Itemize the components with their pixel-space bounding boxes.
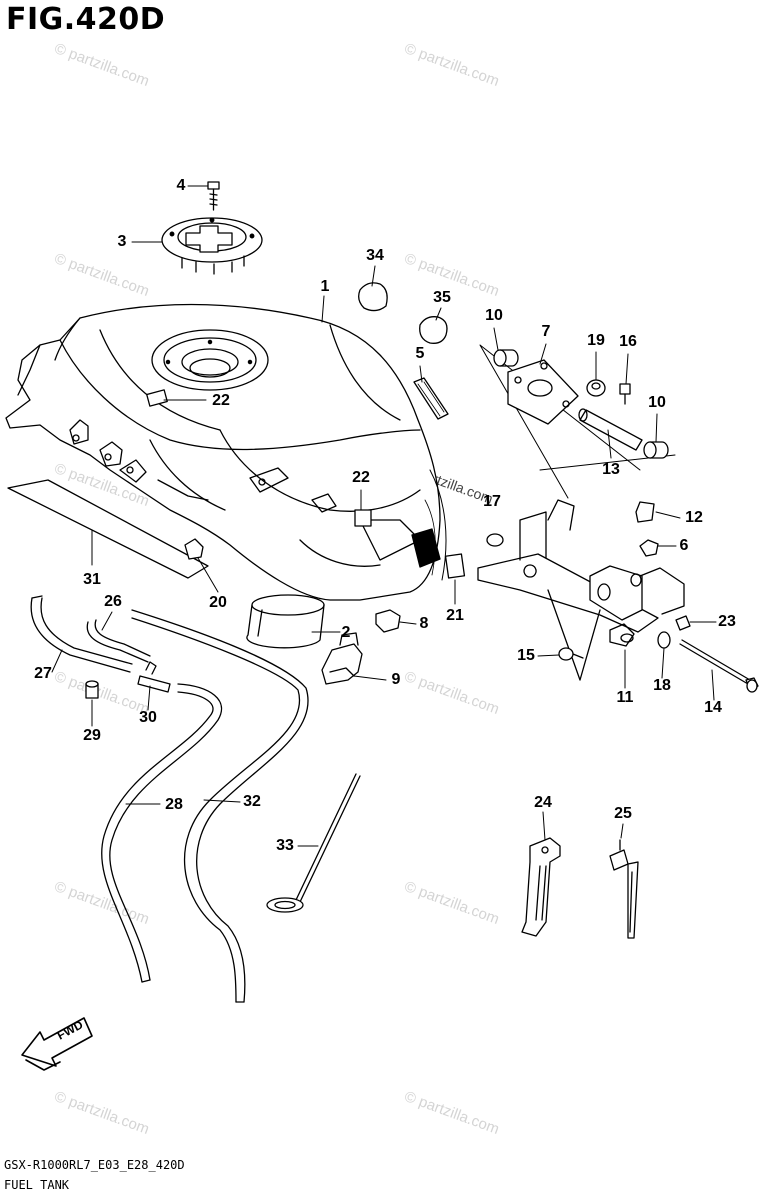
clip-part-12 xyxy=(635,501,655,523)
bolt-part-4 xyxy=(207,181,220,211)
callout-20: 20 xyxy=(209,594,227,611)
callout-14: 14 xyxy=(704,699,722,716)
callout-32: 32 xyxy=(243,793,261,810)
cap-part-35 xyxy=(419,316,448,344)
callout-6: 6 xyxy=(679,537,689,554)
bolt-part-16 xyxy=(619,383,631,405)
cable-tie-part-25 xyxy=(609,839,639,939)
callout-25: 25 xyxy=(614,805,632,822)
callout-17: 17 xyxy=(483,493,501,510)
bracket-part-11 xyxy=(477,499,685,681)
callout-2: 2 xyxy=(341,624,351,641)
bush-part-20 xyxy=(184,538,204,560)
strip-part-5 xyxy=(413,377,449,420)
figure-code: GSX-R1000RL7_E03_E28_420D xyxy=(4,1158,185,1172)
callout-34: 34 xyxy=(366,247,384,264)
callout-23: 23 xyxy=(718,613,736,630)
callout-13: 13 xyxy=(602,461,620,478)
pipe-part-13 xyxy=(578,408,643,451)
callout-29: 29 xyxy=(83,727,101,744)
collar-part-10-b xyxy=(643,441,669,459)
forward-arrow-icon xyxy=(21,1017,93,1071)
callout-30: 30 xyxy=(139,709,157,726)
callout-16: 16 xyxy=(619,333,637,350)
fuel-cap-part-3 xyxy=(161,217,263,275)
joint-part-30 xyxy=(137,675,171,693)
callout-21: 21 xyxy=(446,607,464,624)
clamp-part-24 xyxy=(521,837,561,937)
collar-part-19 xyxy=(586,379,606,397)
ring-part-2 xyxy=(246,594,325,649)
callout-4: 4 xyxy=(176,177,186,194)
cushion-part-8 xyxy=(375,609,401,633)
nut-part-6 xyxy=(639,539,659,557)
guide-line xyxy=(479,344,676,499)
bracket-part-9 xyxy=(321,632,363,685)
pad-part-31 xyxy=(7,479,209,579)
callout-33: 33 xyxy=(276,837,294,854)
callout-7: 7 xyxy=(541,323,551,340)
screw-part-15 xyxy=(558,647,584,661)
callout-10: 10 xyxy=(485,307,503,324)
callout-12: 12 xyxy=(685,509,703,526)
callout-10: 10 xyxy=(648,394,666,411)
cap-part-34 xyxy=(358,282,388,312)
bush-part-29 xyxy=(85,680,99,699)
label-part-22-b xyxy=(354,509,372,527)
nut-part-23 xyxy=(675,615,691,631)
label-part-22-a xyxy=(146,389,168,407)
washer-part-18 xyxy=(657,631,671,649)
callout-11: 11 xyxy=(616,689,634,706)
callout-27: 27 xyxy=(34,665,52,682)
callout-1: 1 xyxy=(320,278,330,295)
callout-19: 19 xyxy=(587,332,605,349)
bolt-part-14 xyxy=(679,639,759,693)
callout-22: 22 xyxy=(352,469,370,486)
callout-15: 15 xyxy=(517,647,535,664)
callout-28: 28 xyxy=(165,796,183,813)
hose-part-26 xyxy=(86,619,151,663)
fuel-tank-part-1 xyxy=(5,303,447,601)
plate-part-21 xyxy=(444,553,466,579)
callout-9: 9 xyxy=(391,671,401,688)
hose-part-32 xyxy=(131,609,309,1003)
callout-31: 31 xyxy=(83,571,101,588)
callout-18: 18 xyxy=(653,677,671,694)
callout-5: 5 xyxy=(415,345,425,362)
hose-part-28 xyxy=(101,683,223,983)
callout-22: 22 xyxy=(212,392,230,409)
callout-3: 3 xyxy=(117,233,127,250)
figure-title: FIG.420D xyxy=(6,2,166,37)
callout-8: 8 xyxy=(419,615,429,632)
callout-35: 35 xyxy=(433,289,451,306)
callout-26: 26 xyxy=(104,593,122,610)
hose-part-27 xyxy=(30,595,133,673)
callout-24: 24 xyxy=(534,794,552,811)
figure-caption: FUEL TANK xyxy=(4,1178,70,1192)
plate-part-7 xyxy=(507,359,579,425)
leader-lines xyxy=(51,185,717,847)
wire-part-33 xyxy=(266,773,361,913)
collar-part-10-a xyxy=(493,349,519,367)
